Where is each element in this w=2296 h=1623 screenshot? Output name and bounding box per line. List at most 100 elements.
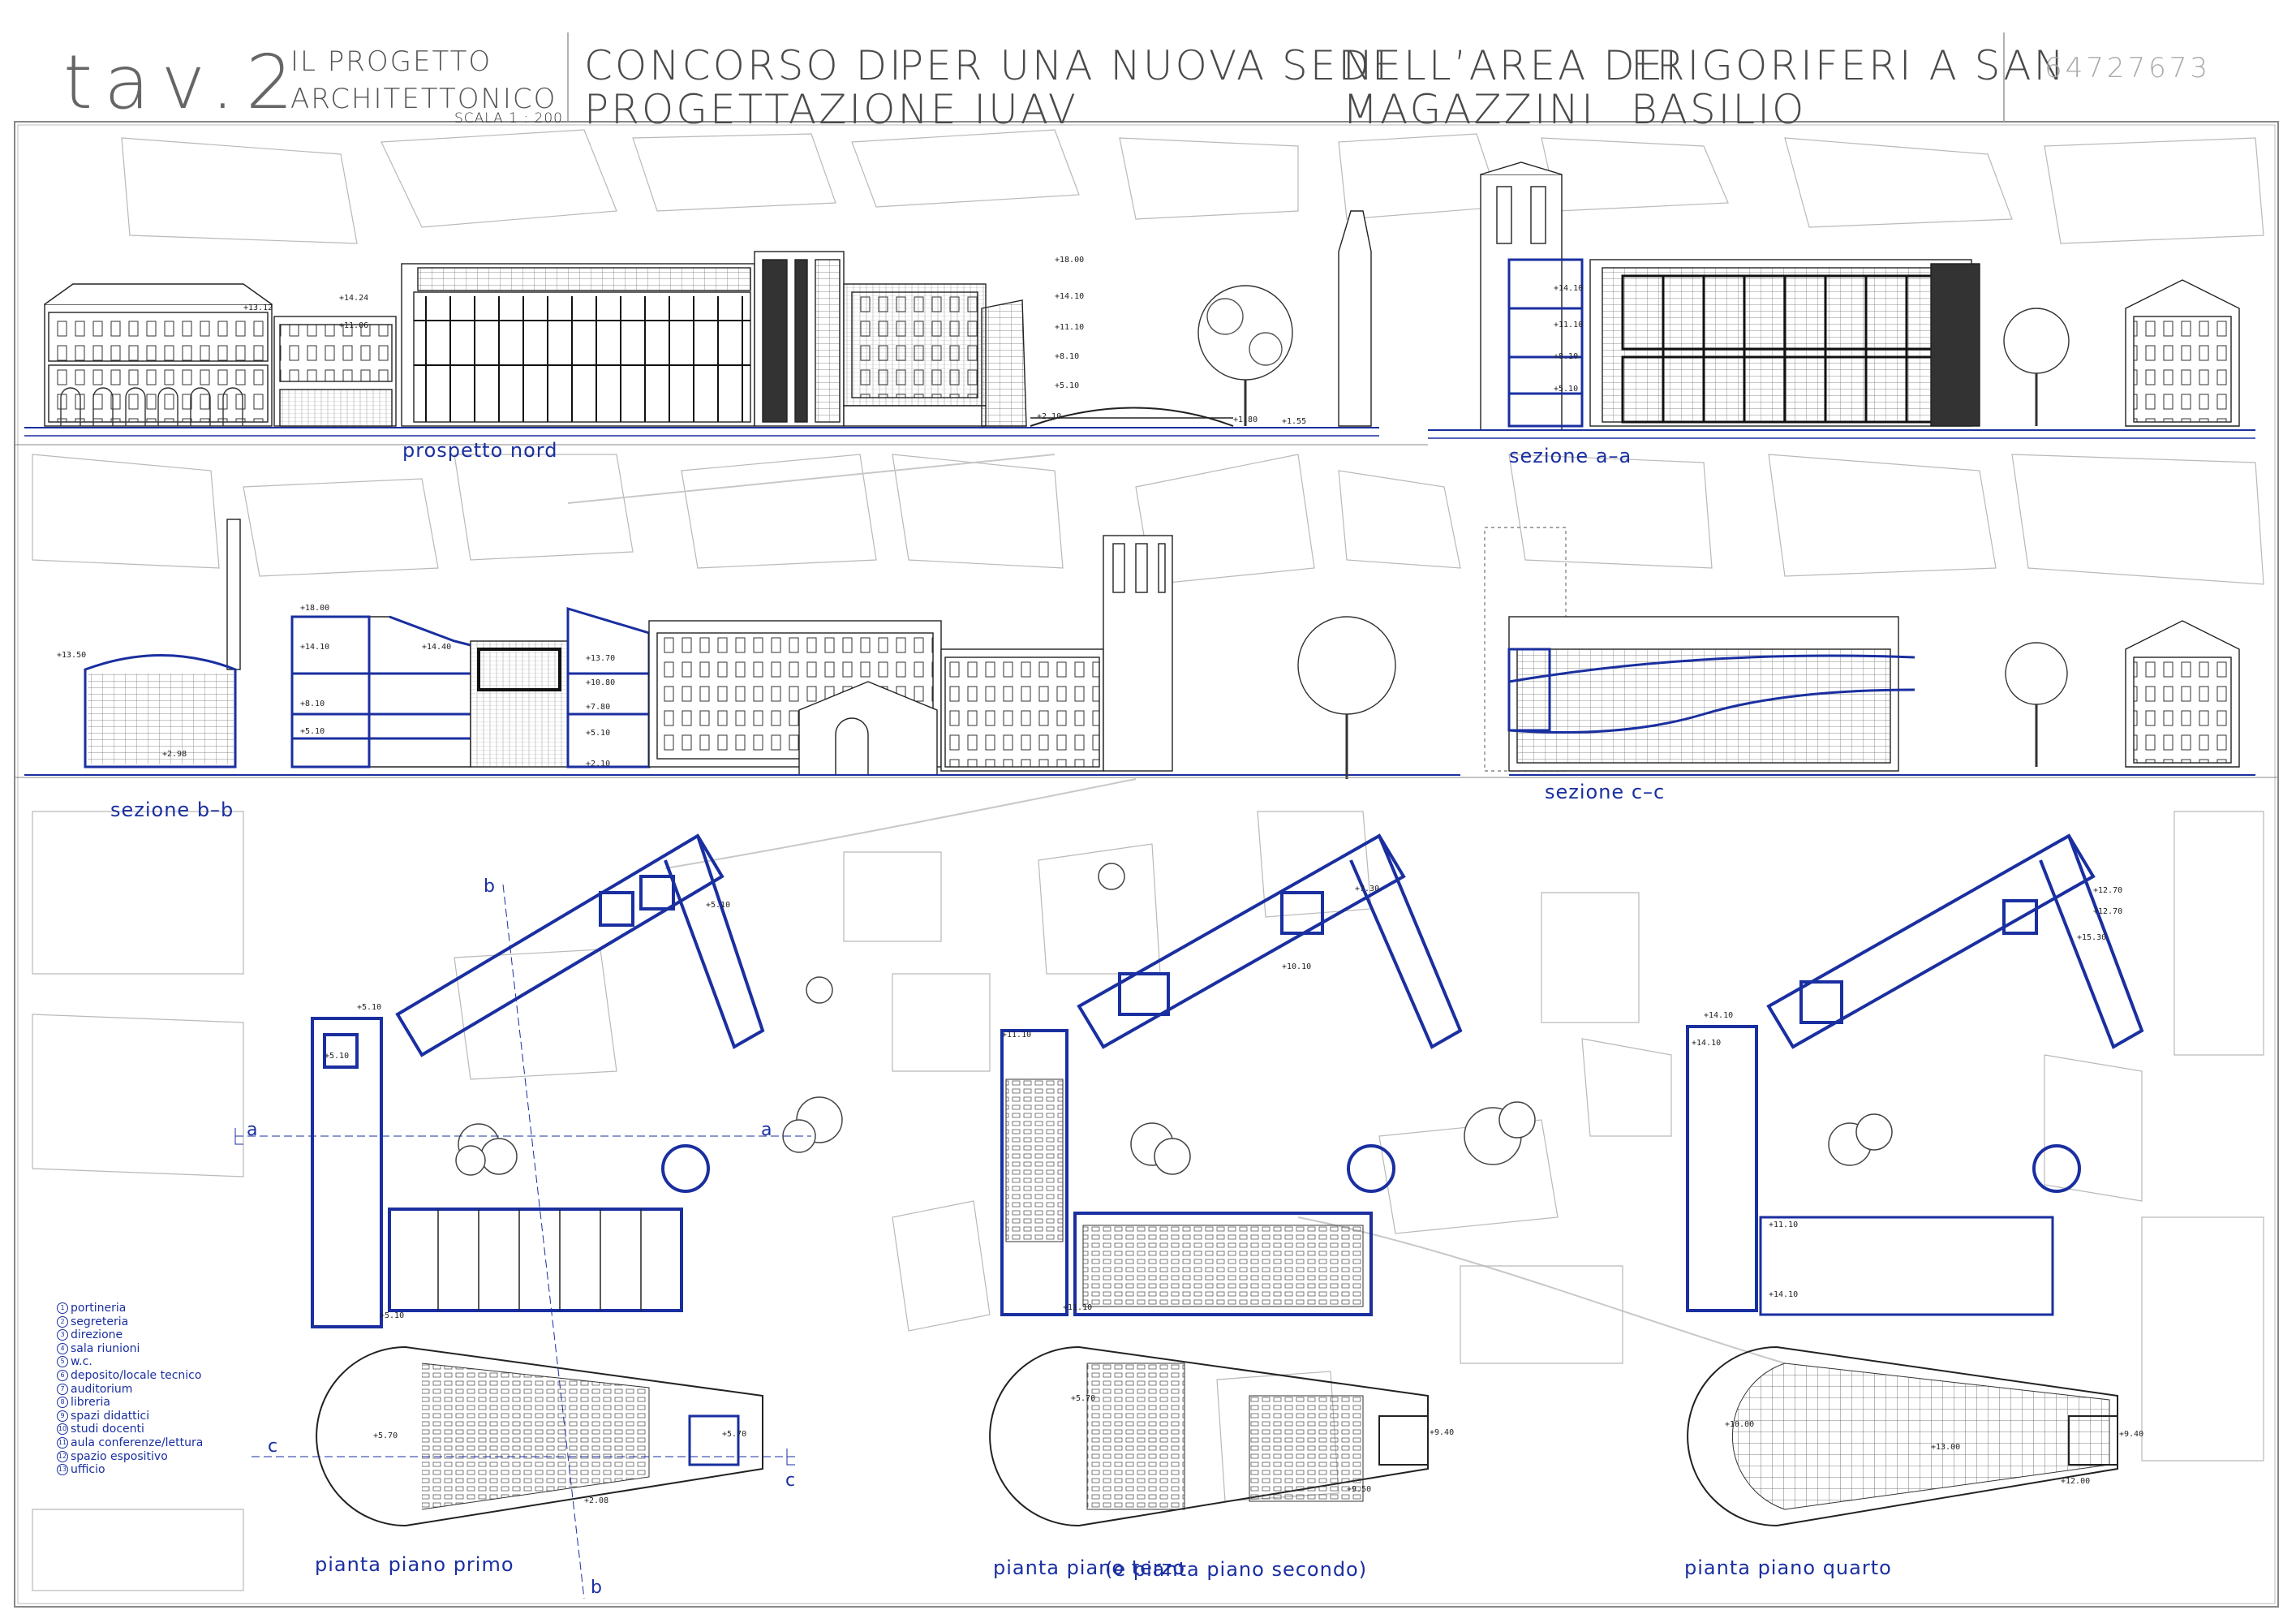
elev-mark: +18.00 [1055, 256, 1085, 265]
section-marker-a-left: a [247, 1120, 258, 1140]
title-block-1-line1: CONCORSO DI [584, 42, 904, 89]
elev-mark: +5.10 [1055, 381, 1080, 390]
elev-mark: +15.30 [2077, 933, 2107, 942]
legend-label: sala riunioni [71, 1341, 140, 1355]
elev-mark: +14.10 [300, 643, 330, 652]
legend-number: 11 [57, 1436, 68, 1449]
legend-label: ufficio [71, 1463, 105, 1477]
first-floor-plan [311, 833, 765, 1527]
elev-mark: +9.40 [2119, 1430, 2144, 1439]
elev-mark: +14.24 [339, 294, 369, 303]
title-block-1-line2: PROGETTAZIONE IUAV [584, 86, 1078, 133]
legend-label: aula conferenze/lettura [71, 1436, 204, 1449]
section-marker-c-left: c [268, 1436, 278, 1457]
elev-mark: +11.10 [1063, 1303, 1093, 1312]
legend-number: 4 [57, 1342, 68, 1354]
title-block-2-line1: PER UNA NUOVA SEDE [899, 42, 1400, 89]
subtitle-line1: IL PROGETTO [290, 45, 492, 78]
legend-number: 7 [57, 1383, 68, 1395]
elev-mark: +13.50 [57, 651, 87, 660]
label-pianta-piano-terzo: pianta piano terzo [993, 1556, 1186, 1579]
elev-mark: +7.30 [1355, 885, 1380, 893]
legend-number: 13 [57, 1464, 68, 1476]
fourth-floor-plan [1686, 833, 2144, 1527]
label-sezione-aa: sezione a–a [1509, 445, 1632, 467]
legend-label: deposito/locale tecnico [71, 1368, 202, 1382]
section-cut-lines [234, 884, 811, 1599]
label-prospetto-nord: prospetto nord [402, 439, 558, 462]
legend-label: libreria [71, 1396, 110, 1410]
label-sezione-cc: sezione c–c [1545, 781, 1666, 803]
elev-mark: +14.10 [1769, 1290, 1799, 1299]
elev-mark: +5.70 [1071, 1394, 1096, 1403]
elev-mark: +5.10 [300, 727, 325, 736]
project-code: 64727673 [2044, 52, 2212, 84]
elev-mark: +5.10 [357, 1003, 382, 1012]
elev-mark: +13.00 [1931, 1443, 1961, 1452]
legend-label: spazi didattici [71, 1409, 150, 1423]
elev-mark: +5.10 [706, 901, 731, 910]
third-floor-plan [989, 833, 1463, 1527]
legend-number: 9 [57, 1410, 68, 1422]
elev-mark: +2.10 [586, 760, 611, 768]
section-marker-a-right: a [761, 1120, 772, 1140]
elev-mark: +2.10 [1037, 412, 1062, 421]
legend-number: 5 [57, 1356, 68, 1368]
label-pianta-piano-primo: pianta piano primo [315, 1553, 514, 1576]
elev-mark: +13.70 [586, 654, 616, 663]
elev-mark: +14.10 [1055, 292, 1085, 301]
legend-number: 10 [57, 1423, 68, 1436]
plan-trees [455, 863, 1893, 1176]
elev-mark: +11.10 [1554, 321, 1584, 329]
elev-mark: +14.40 [422, 643, 452, 652]
label-pianta-piano-secondo: (e pianta piano secondo) [1105, 1558, 1368, 1581]
elev-mark: +12.70 [2093, 907, 2123, 916]
elev-mark: +7.80 [586, 703, 611, 712]
section-marker-b-top: b [484, 876, 495, 897]
section-bb-drawing [24, 519, 1460, 776]
elev-mark: +5.70 [722, 1430, 747, 1439]
legend-number: 3 [57, 1329, 68, 1341]
elev-mark: +14.10 [1554, 284, 1584, 293]
elev-mark: +18.00 [300, 604, 330, 613]
urban-context-map [32, 129, 2264, 1591]
legend-label: portineria [71, 1302, 127, 1315]
elev-mark: +12.00 [2061, 1477, 2091, 1486]
legend-label: spazio espositivo [71, 1449, 168, 1463]
title-block-3-line2: MAGAZZINI [1343, 86, 1596, 133]
elev-mark: +14.10 [1704, 1011, 1734, 1020]
elev-mark: +2.08 [584, 1496, 609, 1505]
legend-label: direzione [71, 1328, 123, 1342]
section-cc-drawing [1297, 527, 2255, 779]
title-block-4-line2: BASILIO [1631, 86, 1807, 133]
elev-mark: +5.10 [586, 729, 611, 738]
title-block-3-line1: NELL’AREA DEI [1343, 42, 1680, 89]
subtitle-line2: ARCHITETTONICO [290, 83, 557, 115]
elev-mark: +9.40 [1430, 1428, 1455, 1437]
elev-mark: +10.10 [1282, 962, 1312, 971]
elev-mark: +11.10 [1055, 323, 1085, 332]
legend-label: w.c. [71, 1355, 92, 1369]
scale-label: SCALA 1 : 200 [454, 110, 563, 127]
elev-mark: +5.70 [373, 1431, 398, 1440]
north-elevation-drawing [24, 210, 1379, 437]
legend-number: 2 [57, 1315, 68, 1328]
elev-mark: +8.10 [1554, 352, 1579, 361]
elev-mark: +1.55 [1282, 417, 1307, 426]
legend-number: 8 [57, 1397, 68, 1409]
elev-mark: +5.10 [325, 1052, 350, 1061]
elev-mark: +5.10 [380, 1311, 405, 1320]
